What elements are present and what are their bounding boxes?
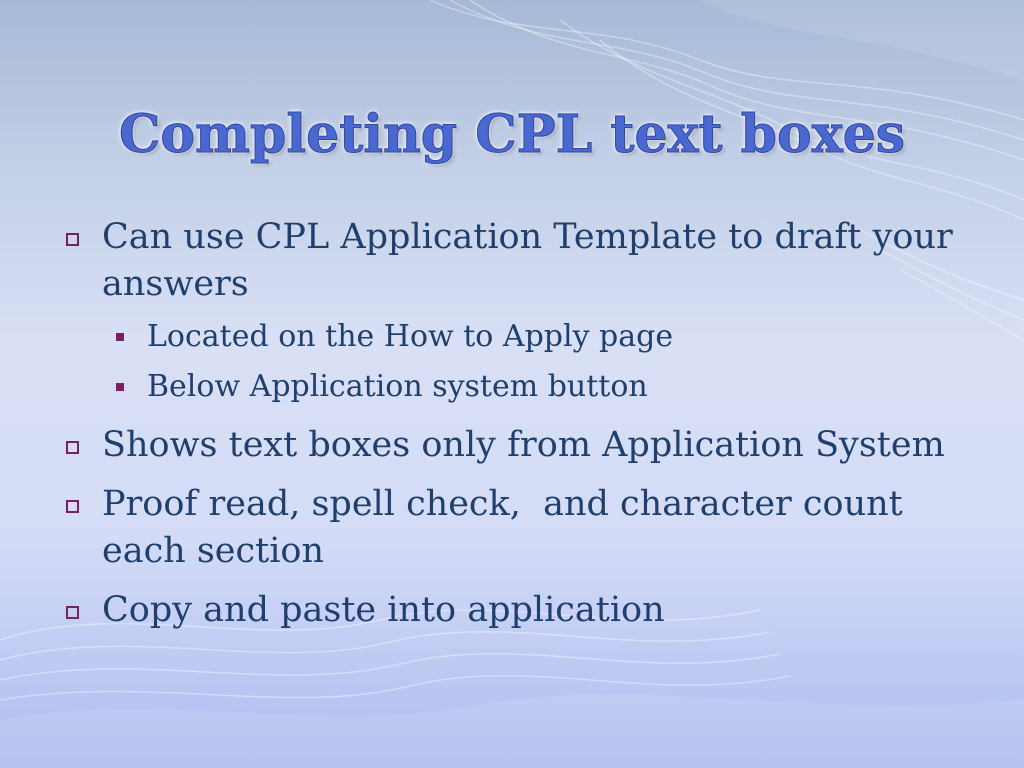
filled-square-bullet-icon (116, 333, 124, 341)
filled-square-bullet-icon (116, 383, 124, 391)
hollow-square-bullet-icon (66, 233, 79, 246)
hollow-square-bullet-icon (66, 441, 79, 454)
bullet-text: Proof read, spell check, and character c… (102, 484, 914, 571)
slide-title: Completing CPL text boxes (118, 104, 906, 166)
bullet-item: Proof read, spell check, and character c… (64, 481, 974, 575)
sub-bullet-text: Below Application system button (147, 369, 648, 404)
bullet-text: Shows text boxes only from Application S… (102, 425, 945, 465)
bullet-item: Shows text boxes only from Application S… (64, 422, 974, 469)
bullet-text: Copy and paste into application (102, 590, 665, 630)
sub-bullet-item: Below Application system button (102, 364, 974, 410)
sub-bullet-list: Located on the How to Apply page Below A… (102, 314, 974, 410)
sub-bullet-item: Located on the How to Apply page (102, 314, 974, 360)
bullet-list: Can use CPL Application Template to draf… (64, 214, 974, 646)
bullet-item: Copy and paste into application (64, 587, 974, 634)
bullet-text: Can use CPL Application Template to draf… (102, 217, 953, 304)
hollow-square-bullet-icon (66, 500, 79, 513)
hollow-square-bullet-icon (66, 606, 79, 619)
sub-bullet-text: Located on the How to Apply page (147, 319, 674, 354)
bullet-item: Can use CPL Application Template to draf… (64, 214, 974, 410)
